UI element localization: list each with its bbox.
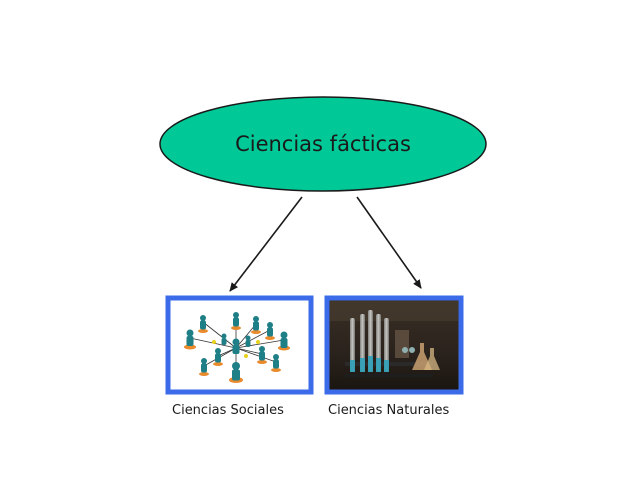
lab-glassware-icon <box>330 301 458 377</box>
root-node-label: Ciencias fácticas <box>235 132 411 156</box>
child-label-natural: Ciencias Naturales <box>328 403 450 418</box>
social-image-frame <box>165 295 314 395</box>
natural-image-frame <box>324 295 464 395</box>
network-people-icon <box>184 312 290 383</box>
root-node-ellipse <box>159 96 487 192</box>
child-label-social: Ciencias Sociales <box>172 403 284 418</box>
arrow-to-social <box>229 196 303 292</box>
arrow-to-natural <box>356 196 422 289</box>
